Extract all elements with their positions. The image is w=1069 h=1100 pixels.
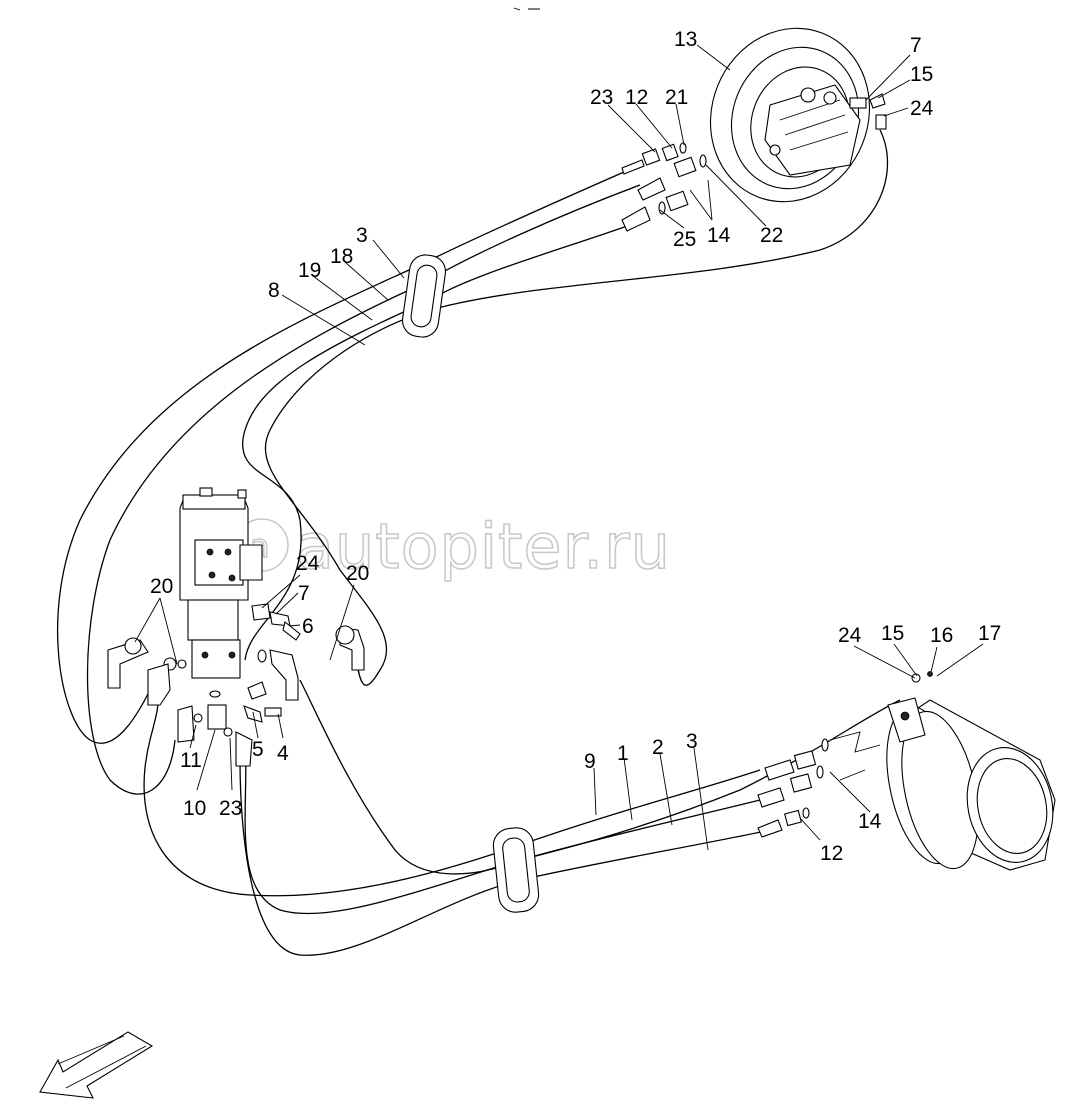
- callout-10: 10: [183, 797, 206, 820]
- hose-bundle-upper: [57, 129, 888, 795]
- callout-7-upper: 7: [910, 34, 922, 57]
- callout-1: 1: [617, 742, 629, 765]
- callout-19: 19: [298, 259, 321, 282]
- callout-6: 6: [302, 615, 314, 638]
- callout-9: 9: [584, 750, 596, 773]
- callout-24-swivel: 24: [296, 552, 320, 575]
- callout-12-upper: 12: [625, 86, 648, 109]
- callout-5: 5: [252, 738, 264, 761]
- callout-21: 21: [665, 86, 688, 109]
- callout-3-upper: 3: [356, 224, 368, 247]
- callout-13: 13: [674, 28, 697, 51]
- direction-arrow-icon: [39, 1031, 154, 1099]
- callout-3-lower: 3: [686, 730, 698, 753]
- callout-2: 2: [652, 736, 664, 759]
- callout-labels: 13 7 15 24 23 12 21 25 14 22 3 18 19 8 2…: [150, 28, 1001, 865]
- callout-15-upper: 15: [910, 63, 933, 86]
- watermark: a autopiter.ru: [235, 509, 671, 584]
- fittings-upper: [621, 93, 887, 232]
- callout-14-upper: 14: [707, 224, 731, 247]
- callout-24-lower: 24: [838, 624, 862, 647]
- callout-17: 17: [978, 622, 1001, 645]
- swivel-joint: [179, 487, 263, 730]
- fittings-lower: [757, 671, 933, 838]
- callout-22: 22: [760, 224, 783, 247]
- hose-clamp-upper: [401, 254, 447, 338]
- travel-motor-lower: [886, 697, 1056, 871]
- swivel-elbows: [107, 603, 365, 767]
- hose-clamp-lower: [492, 827, 540, 913]
- travel-motor-upper: [709, 27, 871, 203]
- watermark-text: autopiter.ru: [296, 510, 671, 583]
- callout-11: 11: [180, 749, 202, 772]
- callout-23-upper: 23: [590, 86, 613, 109]
- callout-24-upper: 24: [910, 97, 934, 120]
- callout-4: 4: [277, 742, 289, 765]
- callout-16: 16: [930, 624, 953, 647]
- callout-12-lower: 12: [820, 842, 843, 865]
- callout-20-right: 20: [346, 562, 369, 585]
- callout-20-left: 20: [150, 575, 173, 598]
- callout-25: 25: [673, 228, 696, 251]
- callout-14-lower: 14: [858, 810, 882, 833]
- callout-8: 8: [268, 279, 280, 302]
- callout-18: 18: [330, 245, 353, 268]
- top-mark: [513, 7, 540, 11]
- callout-7-swivel: 7: [298, 582, 310, 605]
- leader-lines: [134, 44, 984, 851]
- callout-23-swivel: 23: [219, 797, 242, 820]
- callout-15-lower: 15: [881, 622, 904, 645]
